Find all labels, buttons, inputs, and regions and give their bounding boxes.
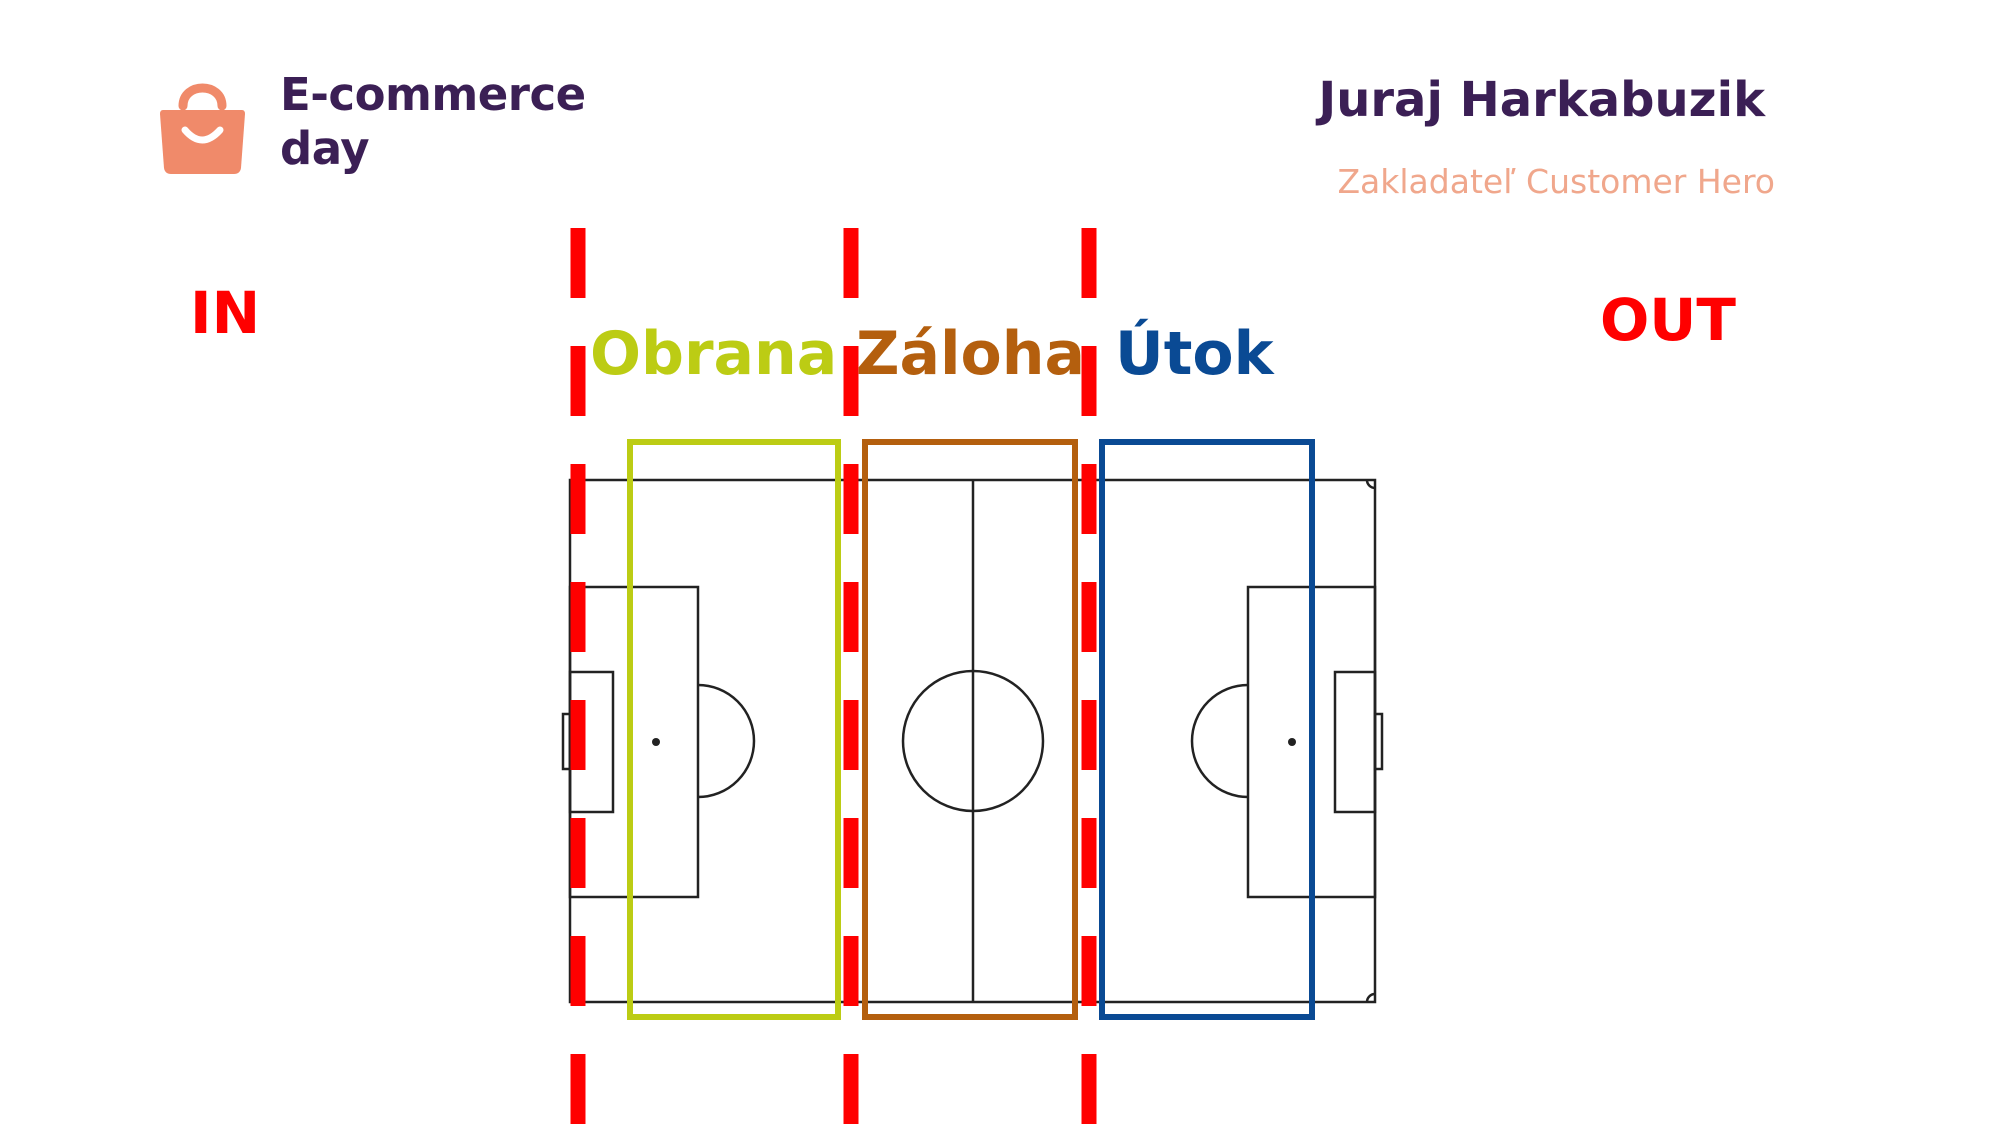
zone-title-utok: Útok xyxy=(1115,319,1274,389)
left-goal xyxy=(561,712,572,771)
zone-box-utok xyxy=(1099,439,1315,1020)
left-penalty-box xyxy=(568,585,700,899)
logo-line-2: day xyxy=(280,122,370,175)
zone-title-obrana: Obrana xyxy=(590,319,838,389)
corner-arc-bottom-right xyxy=(1365,992,1376,1003)
zone-box-obrana xyxy=(627,439,841,1020)
zone-box-zaloha xyxy=(862,439,1078,1020)
center-circle xyxy=(901,669,1045,813)
speaker-role: Zakladateľ Customer Hero xyxy=(1337,162,1775,201)
right-goal-box xyxy=(1333,670,1377,814)
speaker-name: Juraj Harkabuzik xyxy=(1318,72,1765,128)
label-in: IN xyxy=(190,279,261,347)
logo-text: E-commerce day xyxy=(280,68,586,176)
right-goal xyxy=(1373,712,1384,771)
label-out: OUT xyxy=(1600,286,1736,354)
left-penalty-spot xyxy=(652,738,660,746)
shopping-bag-icon xyxy=(160,83,245,174)
right-penalty-spot xyxy=(1288,738,1296,746)
zone-title-zaloha: Záloha xyxy=(856,319,1085,389)
pitch-lines xyxy=(561,478,1384,1004)
zone-dividers xyxy=(570,228,1097,1125)
corner-arc-top-right xyxy=(1365,479,1376,490)
right-penalty-arc xyxy=(1190,683,1249,799)
left-penalty-arc xyxy=(697,683,756,799)
event-logo: E-commerce day xyxy=(155,68,635,193)
logo-line-1: E-commerce xyxy=(280,68,586,121)
